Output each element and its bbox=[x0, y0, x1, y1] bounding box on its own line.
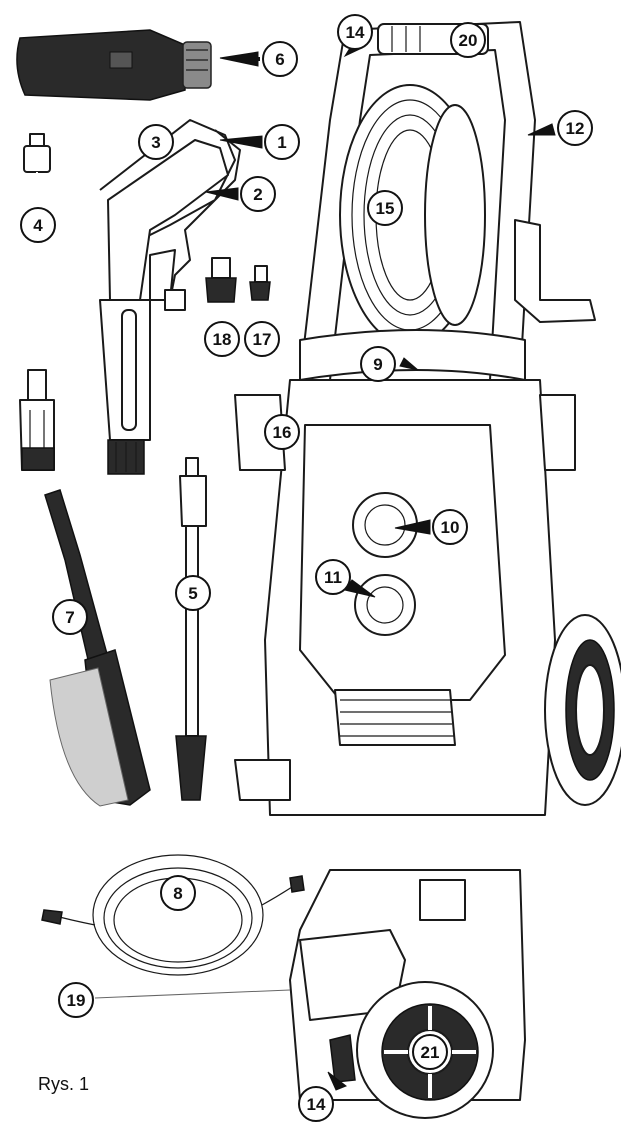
callout-12: 12 bbox=[557, 110, 593, 146]
callout-2: 2 bbox=[240, 176, 276, 212]
callout-9: 9 bbox=[360, 346, 396, 382]
part-1-spray-gun bbox=[99, 119, 241, 475]
svg-text:18: 18 bbox=[213, 330, 232, 349]
callout-5: 5 bbox=[175, 575, 211, 611]
part-5-lance bbox=[175, 457, 207, 801]
leader-arrows bbox=[94, 39, 556, 1091]
callout-15: 15 bbox=[367, 190, 403, 226]
callout-14-bottom: 14 bbox=[298, 1086, 334, 1122]
callout-21: 21 bbox=[412, 1034, 448, 1070]
svg-text:14: 14 bbox=[307, 1095, 326, 1114]
callout-19: 19 bbox=[58, 982, 94, 1018]
callout-8: 8 bbox=[160, 875, 196, 911]
callout-18: 18 bbox=[204, 321, 240, 357]
svg-text:7: 7 bbox=[65, 608, 74, 627]
callout-7: 7 bbox=[52, 599, 88, 635]
svg-text:11: 11 bbox=[324, 568, 342, 587]
callout-20: 20 bbox=[450, 22, 486, 58]
callout-10: 10 bbox=[432, 509, 468, 545]
part-17-nozzle bbox=[249, 265, 271, 301]
svg-text:6: 6 bbox=[275, 50, 284, 69]
svg-text:8: 8 bbox=[173, 884, 182, 903]
part-4-lance bbox=[19, 133, 55, 471]
callout-6: 6 bbox=[262, 41, 298, 77]
svg-text:5: 5 bbox=[188, 584, 197, 603]
part-18-nozzle bbox=[205, 257, 237, 303]
svg-text:17: 17 bbox=[253, 330, 272, 349]
pressure-washer-body bbox=[234, 21, 621, 816]
svg-text:3: 3 bbox=[151, 133, 160, 152]
svg-text:21: 21 bbox=[421, 1043, 440, 1062]
bottom-detail-view bbox=[289, 869, 526, 1119]
svg-text:20: 20 bbox=[459, 31, 478, 50]
svg-text:10: 10 bbox=[441, 518, 460, 537]
callout-3: 3 bbox=[138, 124, 174, 160]
callout-17: 17 bbox=[244, 321, 280, 357]
part-8-hose bbox=[41, 854, 305, 976]
svg-text:9: 9 bbox=[373, 355, 382, 374]
callout-14-top: 14 bbox=[337, 14, 373, 50]
svg-text:19: 19 bbox=[67, 991, 86, 1010]
svg-text:16: 16 bbox=[273, 423, 292, 442]
svg-text:12: 12 bbox=[566, 119, 585, 138]
callout-4: 4 bbox=[20, 207, 56, 243]
callout-1: 1 bbox=[264, 124, 300, 160]
svg-text:4: 4 bbox=[33, 216, 43, 235]
svg-text:2: 2 bbox=[253, 185, 262, 204]
svg-text:15: 15 bbox=[376, 199, 395, 218]
callout-16: 16 bbox=[264, 414, 300, 450]
figure-caption: Rys. 1 bbox=[38, 1074, 90, 1094]
callout-11: 11 bbox=[315, 559, 351, 595]
svg-text:1: 1 bbox=[277, 133, 286, 152]
svg-text:14: 14 bbox=[346, 23, 365, 42]
part-7-brush bbox=[44, 489, 151, 807]
part-6-nozzle bbox=[16, 29, 212, 101]
